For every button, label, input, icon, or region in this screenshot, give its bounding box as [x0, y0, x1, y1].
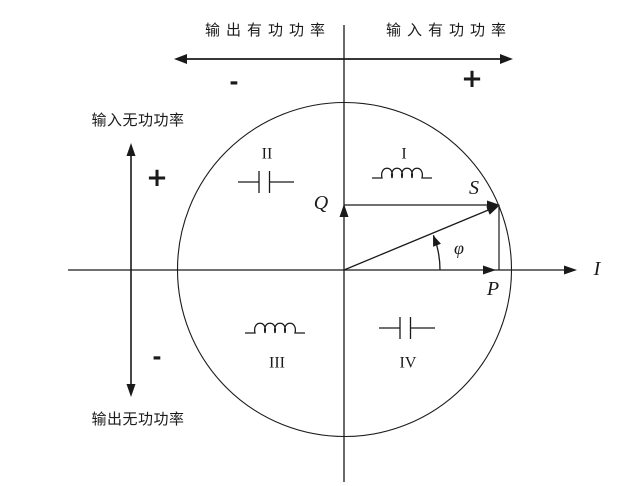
reactive-input-power-label: 输入无功功率: [91, 112, 184, 129]
current-axis-label: I: [593, 258, 602, 280]
quadrant-4-numeral: IV: [400, 355, 417, 372]
inductor-icon: [244, 322, 306, 334]
quadrant-2-numeral: II: [262, 146, 273, 163]
arrowhead-reactive-up-icon: [126, 143, 136, 156]
active-plus-sign: +: [461, 64, 483, 94]
capacitor-icon: [237, 170, 295, 194]
quadrant-3-numeral: III: [269, 355, 285, 372]
phase-angle-phi-label: φ: [454, 238, 464, 258]
arrowhead-current-axis-icon: [564, 265, 577, 275]
arrowhead-s-vector-icon: [486, 206, 499, 215]
active-output-power-label: 输出有功功率: [205, 22, 331, 39]
capacitor-icon: [378, 316, 436, 340]
reactive-plus-sign: +: [146, 163, 168, 193]
arrowhead-active-left-icon: [174, 54, 187, 64]
arrowhead-q-vector-icon: [339, 204, 349, 217]
arrowhead-phi-arc-icon: [433, 235, 441, 247]
inductor-icon: [371, 167, 433, 179]
apparent-power-vector: [343, 207, 493, 271]
reactive-output-power-label: 输出无功功率: [91, 411, 184, 428]
arrowhead-reactive-down-icon: [126, 384, 136, 397]
reactive-power-q-label: Q: [314, 192, 329, 214]
apparent-power-s-label: S: [469, 177, 479, 199]
active-power-p-label: P: [486, 278, 499, 300]
reactive-minus-sign: -: [152, 346, 161, 371]
arrowhead-p-vector-icon: [483, 265, 496, 275]
active-minus-sign: -: [229, 71, 238, 96]
quadrant-1-numeral: I: [401, 146, 406, 163]
active-input-power-label: 输入有功功率: [386, 22, 512, 39]
arrowhead-active-right-icon: [500, 54, 513, 64]
